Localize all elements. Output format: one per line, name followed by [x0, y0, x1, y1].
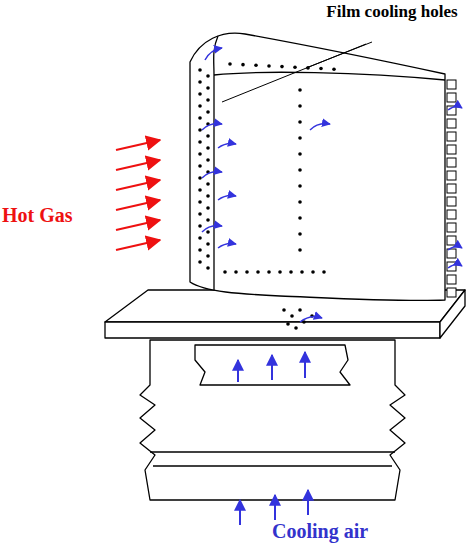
cooling-hole	[298, 248, 302, 252]
cooling-hole	[198, 260, 202, 264]
cooling-hole	[198, 176, 202, 180]
root-groove	[150, 451, 395, 452]
cooling-hole	[267, 270, 271, 274]
trailing-edge-slot	[447, 145, 456, 154]
cooling-hole	[298, 216, 302, 220]
cooling-hole	[206, 194, 210, 198]
cooling-hole	[206, 86, 210, 90]
cooling-hole	[198, 128, 202, 132]
cooling-hole	[206, 182, 210, 186]
cooling-hole	[298, 200, 302, 204]
airfoil-tip-edge	[214, 72, 445, 80]
cooling-hole	[198, 248, 202, 252]
cooling-hole	[198, 152, 202, 156]
shank-cavity	[195, 345, 350, 385]
trailing-edge-slot	[447, 184, 456, 193]
cooling-hole	[206, 242, 210, 246]
trailing-edge-slot	[447, 275, 456, 284]
callout-label: Film cooling holes	[322, 2, 462, 22]
trailing-edge-slot	[447, 93, 456, 102]
cooling-hole	[298, 184, 302, 188]
cooling-hole	[267, 64, 271, 68]
cooling-hole	[286, 322, 290, 326]
cooling-hole	[198, 104, 202, 108]
cooling-hole	[245, 270, 249, 274]
cooling-hole	[254, 64, 258, 68]
cooling-hole	[198, 188, 202, 192]
trailing-edge-slot	[447, 210, 456, 219]
cooling-hole	[198, 116, 202, 120]
cooling-hole	[198, 200, 202, 204]
cooling-hole	[290, 314, 294, 318]
cooling-hole	[332, 67, 336, 71]
trailing-edge-slot	[447, 132, 456, 141]
trailing-edge-slot	[447, 288, 456, 297]
film-jets	[202, 48, 462, 322]
cooling-hole	[298, 120, 302, 124]
cooling-hole	[256, 270, 260, 274]
cooling-air-arrows	[238, 352, 308, 525]
hot-gas-arrows	[116, 140, 160, 250]
cooling-hole	[234, 270, 238, 274]
cooling-hole	[206, 158, 210, 162]
trailing-edge-slot	[447, 236, 456, 245]
cooling-hole	[198, 236, 202, 240]
trailing-edge-slot	[447, 197, 456, 206]
cooling-hole	[298, 308, 302, 312]
cooling-hole	[294, 326, 298, 330]
cooling-hole	[293, 65, 297, 69]
cooling-air-label: Cooling air	[272, 520, 452, 543]
cooling-hole	[206, 110, 210, 114]
cooling-hole	[198, 140, 202, 144]
leader-lines	[222, 42, 372, 102]
trailing-edge-slot	[447, 119, 456, 128]
cooling-hole	[198, 68, 202, 72]
cooling-hole	[228, 62, 232, 66]
cooling-hole	[289, 270, 293, 274]
cooling-hole	[298, 104, 302, 108]
cooling-hole	[206, 98, 210, 102]
cooling-hole	[198, 80, 202, 84]
cooling-hole	[298, 152, 302, 156]
cooling-hole	[241, 63, 245, 67]
cooling-hole	[198, 164, 202, 168]
cooling-hole	[206, 254, 210, 258]
cooling-hole	[298, 168, 302, 172]
cooling-hole	[223, 270, 227, 274]
cooling-hole	[282, 308, 286, 312]
cooling-hole	[280, 65, 284, 69]
cooling-hole	[206, 266, 210, 270]
trailing-edge-slot	[447, 80, 456, 89]
trailing-edge-slot	[447, 171, 456, 180]
cooling-hole	[278, 270, 282, 274]
cooling-hole	[311, 270, 315, 274]
cooling-hole	[206, 206, 210, 210]
platform-front	[105, 322, 440, 338]
cooling-hole	[206, 218, 210, 222]
cooling-hole	[298, 136, 302, 140]
cooling-hole	[319, 67, 323, 71]
hot-gas-label: Hot Gas	[2, 204, 107, 227]
root-groove	[153, 465, 392, 466]
cooling-hole	[198, 92, 202, 96]
blade-root	[140, 340, 405, 500]
cooling-hole	[322, 270, 326, 274]
cooling-hole	[206, 230, 210, 234]
cooling-hole	[206, 74, 210, 78]
cooling-hole	[206, 134, 210, 138]
cooling-hole	[198, 224, 202, 228]
trailing-edge-slot	[447, 223, 456, 232]
airfoil	[190, 33, 445, 300]
cooling-hole	[298, 88, 302, 92]
cooling-hole	[206, 146, 210, 150]
cooling-hole	[298, 232, 302, 236]
cooling-hole	[300, 270, 304, 274]
cooling-hole	[198, 212, 202, 216]
trailing-edge-slot	[447, 158, 456, 167]
